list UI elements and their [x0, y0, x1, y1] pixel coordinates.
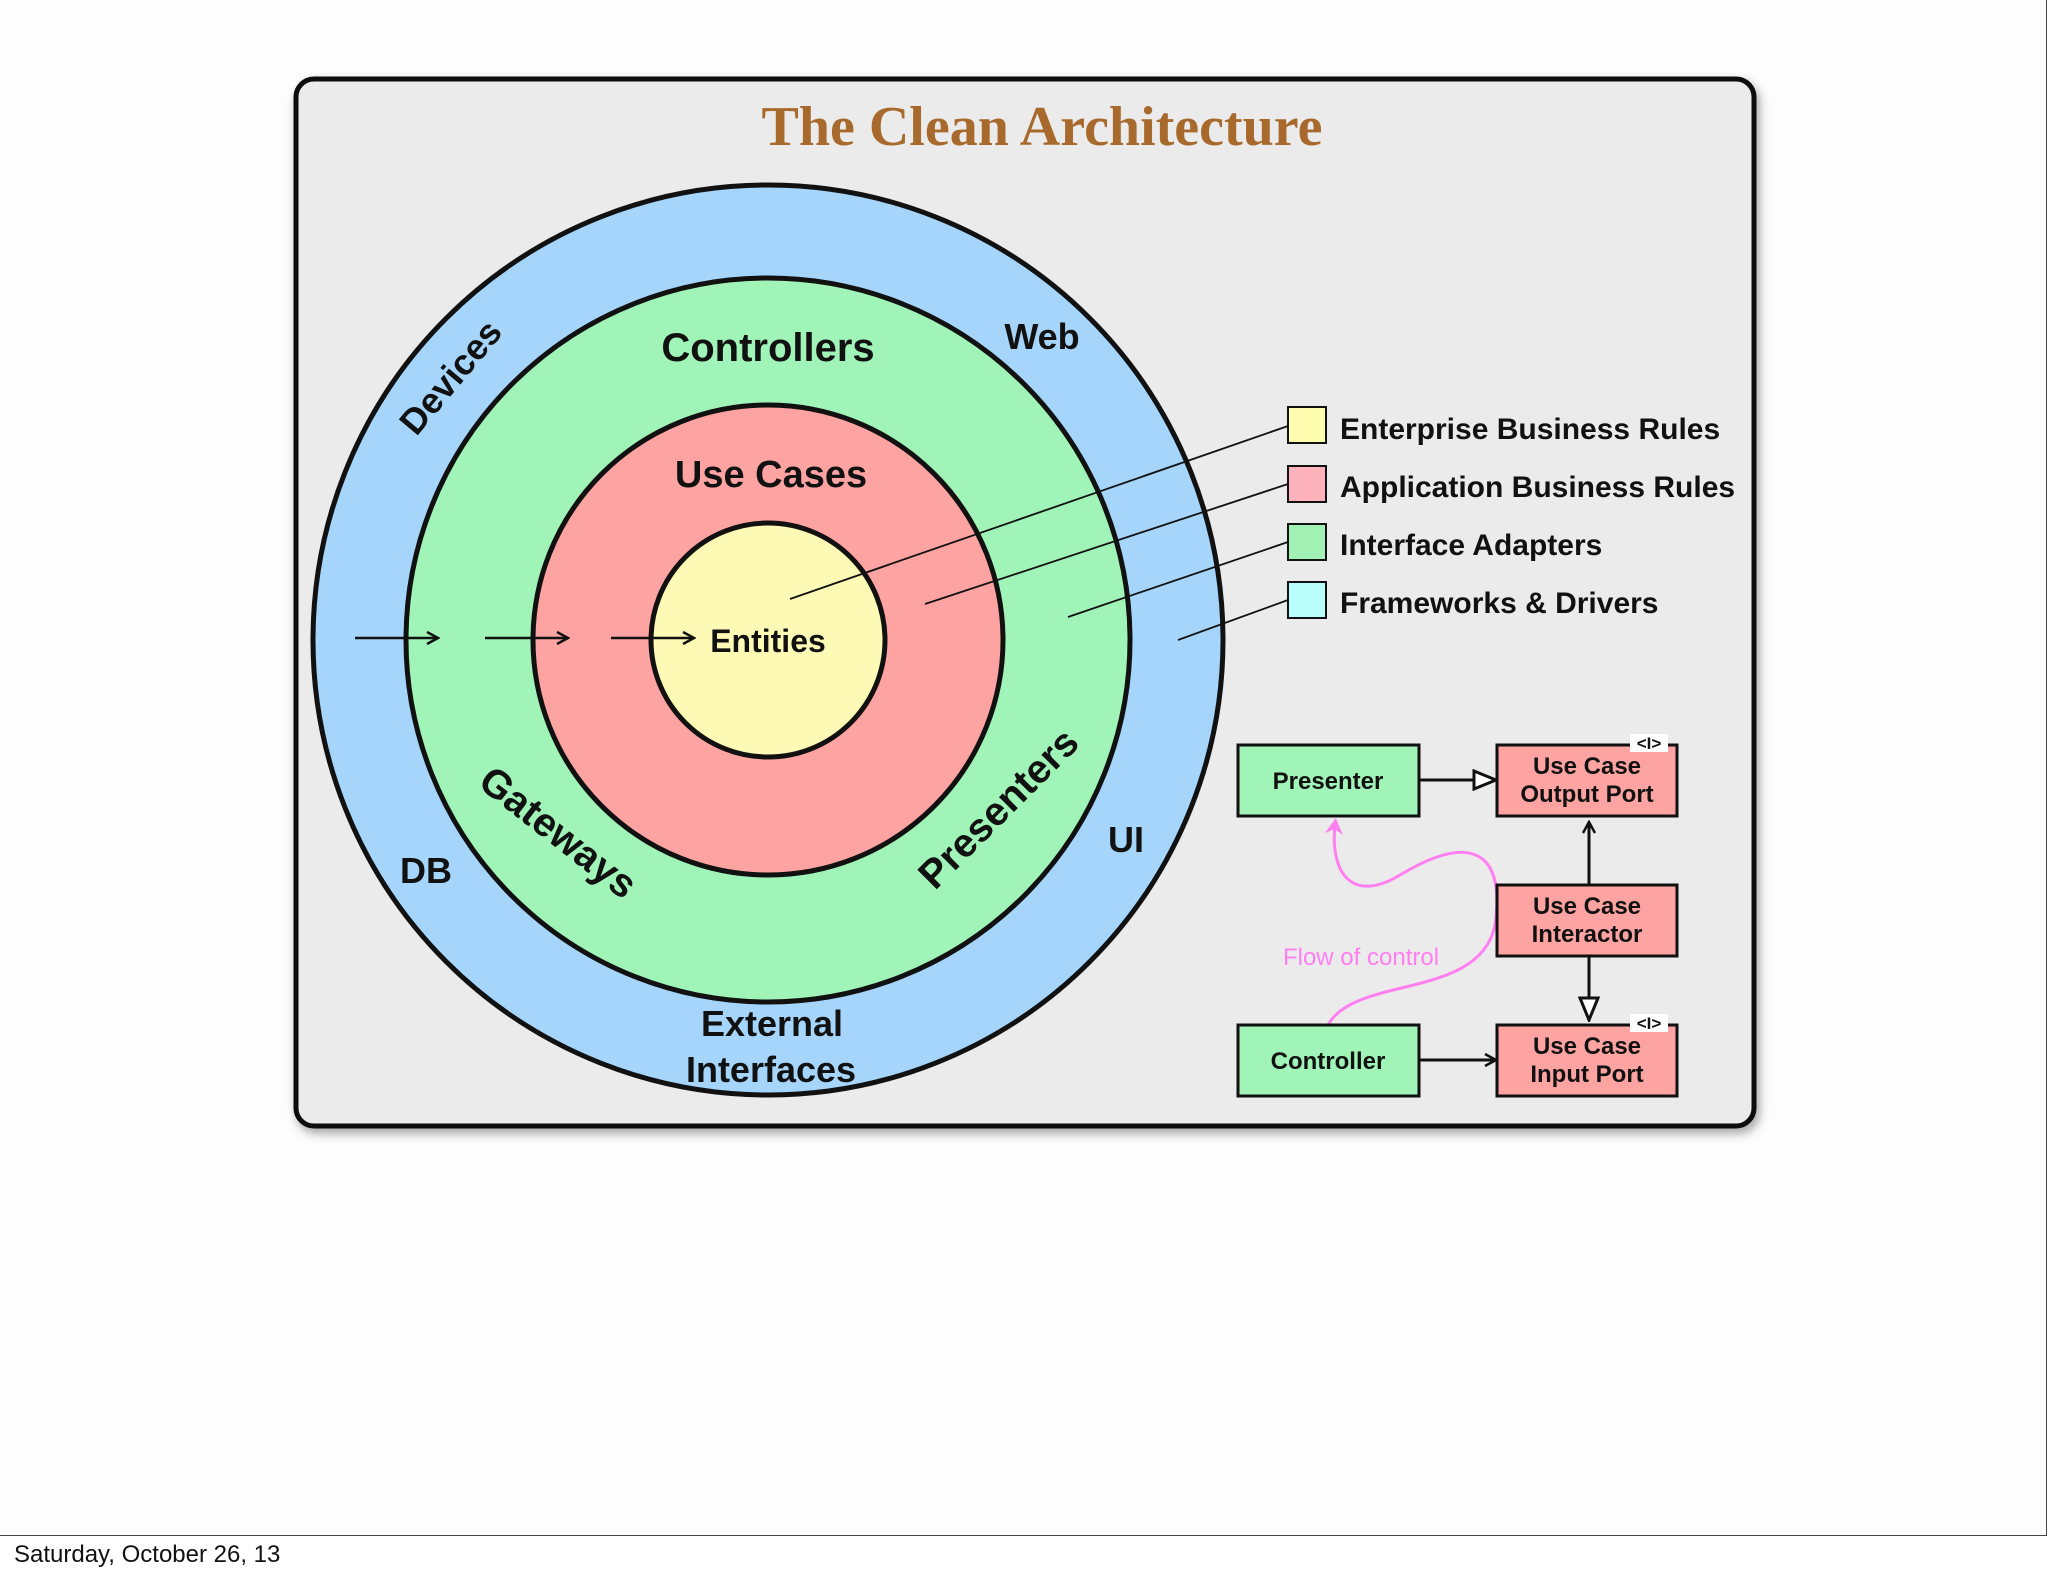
label-db: DB — [400, 850, 452, 891]
controller-label: Controller — [1271, 1048, 1386, 1075]
label-external: External — [701, 1003, 843, 1044]
legend-item: Enterprise Business Rules — [1287, 406, 1720, 446]
label-web: Web — [1004, 316, 1079, 357]
label-use-cases: Use Cases — [675, 454, 867, 496]
leader-use-cases — [924, 483, 1289, 605]
label-entities: Entities — [710, 623, 826, 659]
leader-adapters — [1067, 541, 1289, 618]
legend: Enterprise Business Rules Application Bu… — [1287, 406, 1735, 620]
legend-item: Interface Adapters — [1287, 523, 1602, 562]
legend-leader-lines — [789, 425, 1289, 641]
legend-label-adapters: Interface Adapters — [1340, 529, 1602, 562]
legend-item: Application Business Rules — [1287, 465, 1735, 504]
interactor-label-line2: Interactor — [1532, 921, 1643, 948]
presenter-label: Presenter — [1273, 768, 1384, 795]
leader-entities — [789, 425, 1289, 600]
legend-swatch-adapters — [1287, 523, 1327, 561]
clean-architecture-diagram: The Clean Architecture Devices Web DB UI… — [293, 76, 1757, 1129]
footer-date: Saturday, October 26, 13 — [14, 1541, 281, 1568]
diagram-title: The Clean Architecture — [762, 96, 1323, 158]
slide: The Clean Architecture Devices Web DB UI… — [0, 0, 2047, 1536]
output-port-label-line2: Output Port — [1520, 781, 1653, 808]
input-port-label-line2: Input Port — [1530, 1061, 1643, 1088]
legend-swatch-frameworks — [1287, 581, 1327, 619]
output-port-interface-mark: <I> — [1637, 734, 1662, 753]
legend-label-application: Application Business Rules — [1340, 471, 1735, 504]
legend-label-frameworks: Frameworks & Drivers — [1340, 587, 1659, 620]
label-controllers: Controllers — [661, 326, 874, 370]
ring-entities — [648, 520, 888, 760]
interactor-box: Use Case Interactor — [1495, 883, 1679, 958]
label-ui: UI — [1108, 819, 1144, 860]
input-port-label-line1: Use Case — [1533, 1033, 1641, 1060]
interactor-label-line1: Use Case — [1533, 893, 1641, 920]
label-interfaces: Interfaces — [686, 1049, 856, 1090]
flow-of-control-curve — [1325, 818, 1499, 1026]
legend-swatch-enterprise — [1287, 406, 1327, 444]
legend-item: Frameworks & Drivers — [1287, 581, 1659, 620]
presenter-box: Presenter — [1236, 743, 1421, 818]
output-port-label-line1: Use Case — [1533, 753, 1641, 780]
input-port-interface-mark: <I> — [1637, 1014, 1662, 1033]
input-port-box: Use Case Input Port <I> — [1495, 1014, 1679, 1098]
flow-of-control-label: Flow of control — [1283, 944, 1439, 971]
leader-frameworks — [1177, 599, 1289, 641]
output-port-box: Use Case Output Port <I> — [1495, 734, 1679, 818]
controller-box: Controller — [1236, 1023, 1421, 1098]
flow-of-control-diagram: Flow of control Presenter Use Case Outpu… — [1236, 734, 1679, 1098]
legend-swatch-application — [1287, 465, 1327, 503]
legend-label-enterprise: Enterprise Business Rules — [1340, 413, 1720, 446]
